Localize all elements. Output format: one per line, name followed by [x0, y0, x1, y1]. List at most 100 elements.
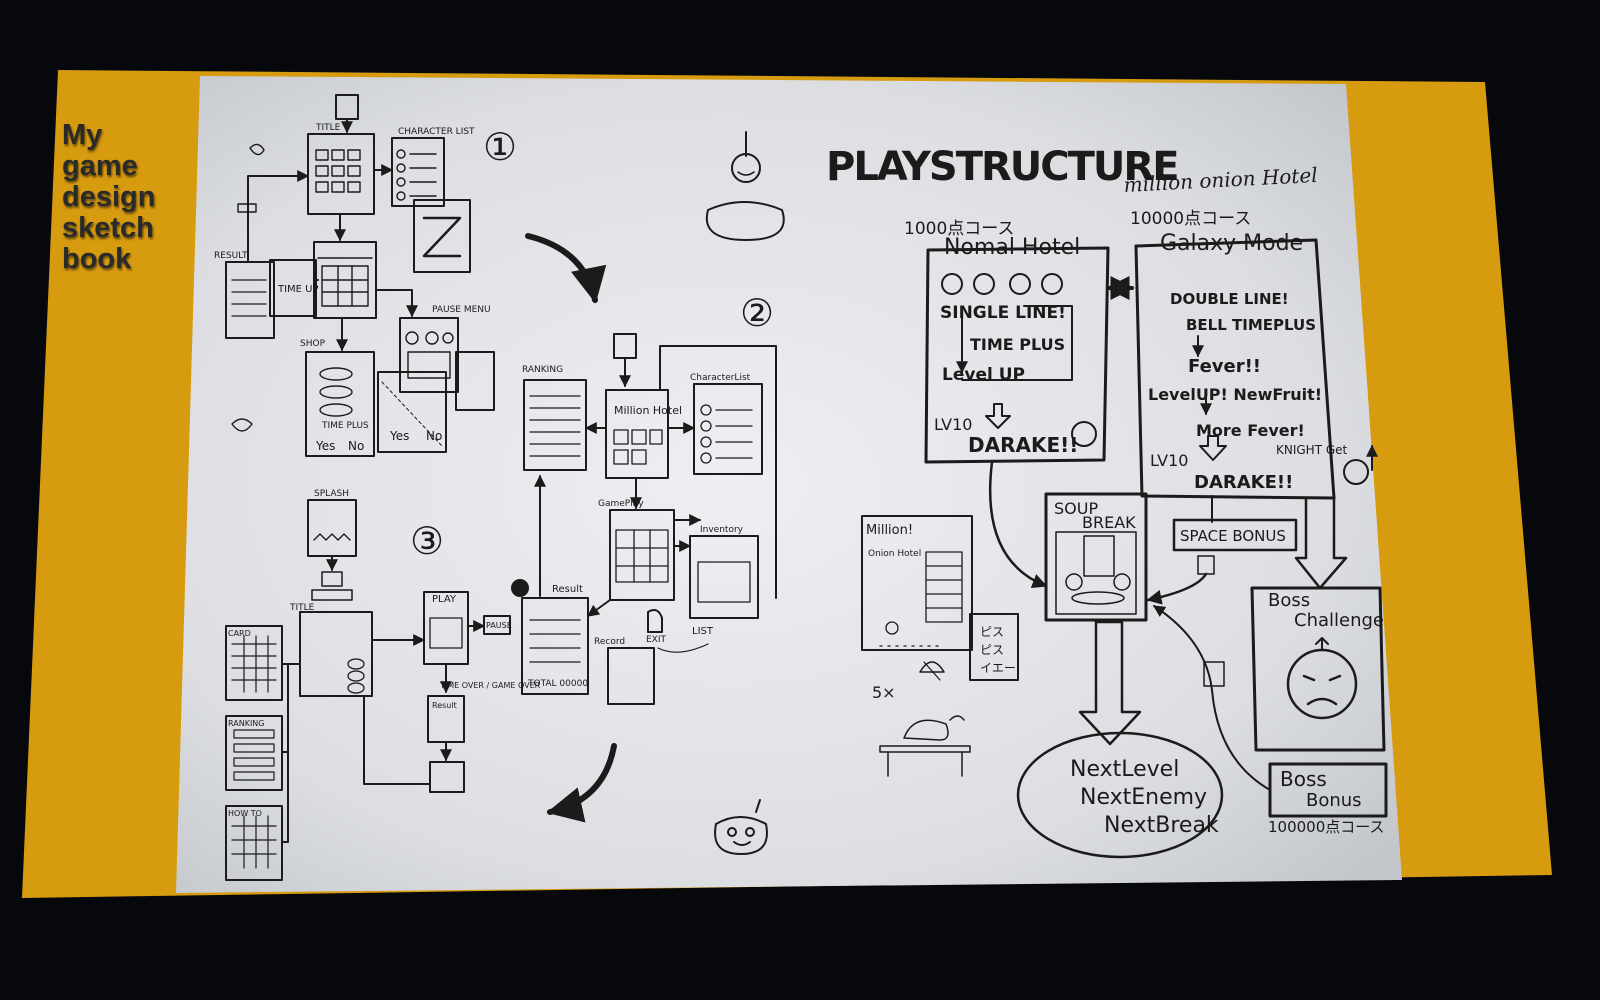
label-million-hotel: Million Hotel: [614, 404, 682, 417]
normal-course: 1000点コース: [904, 219, 1014, 239]
space-bonus-label: SPACE BONUS: [1180, 527, 1286, 545]
normal-line-2: TIME PLUS: [970, 335, 1065, 354]
s1-timeup-popup: [269, 259, 317, 317]
s1-result-screen: [225, 261, 275, 339]
flow-arrow-2-to-3: [546, 743, 617, 823]
normal-to-soup-arrow: [988, 460, 1048, 589]
label-play: PLAY: [432, 594, 457, 605]
galaxy-knight: KNIGHT Get: [1276, 443, 1348, 457]
label-title-3: TITLE: [289, 603, 315, 613]
label-ranking-3: RANKING: [228, 719, 264, 728]
s1-confirm-dialog: [455, 351, 495, 411]
boss-challenge-label-1: Boss: [1268, 590, 1310, 611]
galaxy-line-4: LevelUP! NewFruit!: [1148, 385, 1322, 404]
normal-line-1: SINGLE LINE!: [940, 303, 1066, 323]
label-inventory: Inventory: [700, 525, 744, 535]
boss-bonus-label-1: Boss: [1280, 767, 1327, 791]
label-gameplay: GamePlay: [598, 499, 644, 509]
caption-line-2: game: [62, 150, 138, 182]
label-pause: PAUSE: [486, 621, 512, 630]
label-no: No: [348, 439, 364, 453]
galaxy-title: Galaxy Mode: [1160, 231, 1303, 256]
label-result: RESULT: [214, 251, 248, 261]
soup-to-next-arrow: [1078, 620, 1142, 746]
section-number-3: ③: [410, 519, 444, 563]
s1-shop-popup: [377, 371, 447, 453]
label-exit: EXIT: [646, 635, 667, 645]
section-3-flow: [225, 499, 511, 881]
s2-inventory-screen: [689, 535, 759, 619]
boss-bonus-label-2: Bonus: [1306, 790, 1362, 811]
label-game-over: TIME OVER / GAME OVER: [439, 681, 541, 690]
playstructure-diagram: [861, 238, 1388, 859]
label-title: TITLE: [315, 123, 341, 133]
boss-challenge-box: [1250, 586, 1386, 752]
galaxy-line-3: Fever!!: [1188, 356, 1261, 377]
slide-caption: My game design sketch book: [62, 120, 192, 275]
caption-line-4: sketch: [62, 212, 154, 244]
section-number-1: ①: [483, 125, 517, 169]
onion-pot-doodle-bottom: [714, 799, 768, 855]
caption-line-1: My: [62, 119, 103, 151]
s2-result-screen: [521, 597, 589, 695]
speech-bubble-sketch: [969, 613, 1019, 681]
soup-break-label-2: BREAK: [1082, 513, 1136, 532]
million-sketch-sub: Onion Hotel: [868, 549, 921, 559]
million-onion-sketch: [861, 515, 973, 651]
s1-shop-screen: [305, 351, 375, 457]
galaxy-line-2: BELL TIMEPLUS: [1186, 316, 1316, 334]
next-enemy-label: NextEnemy: [1080, 785, 1207, 810]
label-time-up: TIME UP: [277, 284, 319, 295]
space-bonus-box: [1172, 518, 1298, 552]
label-list: LIST: [692, 626, 714, 637]
s2-record-popup: [607, 647, 655, 705]
million-sketch-title: Million!: [866, 523, 913, 538]
million-sketch-note-2: ピス: [980, 643, 1004, 657]
normal-darake: DARAKE!!: [968, 433, 1078, 457]
galaxy-lv: LV10: [1150, 451, 1188, 470]
label-howto: HOW TO: [228, 809, 262, 818]
next-level-label: NextLevel: [1070, 757, 1179, 782]
table-sketch: [879, 715, 971, 777]
million-sketch-note-3: イエー: [980, 661, 1016, 675]
label-no-2: No: [426, 429, 442, 443]
label-ranking: RANKING: [522, 365, 563, 375]
next-level-bubble: [1016, 731, 1224, 859]
next-break-label: NextBreak: [1104, 813, 1219, 838]
boss-challenge-label-2: Challenge: [1294, 610, 1384, 631]
section-2-flow: [511, 333, 777, 705]
s1-detail-panel: [413, 199, 471, 273]
label-record: Record: [594, 637, 625, 647]
s3-title-screen: [299, 611, 373, 697]
galaxy-line-1: DOUBLE LINE!: [1170, 290, 1289, 308]
label-character-list-2: CharacterList: [690, 373, 751, 383]
million-sketch-note-1: ピス: [980, 625, 1004, 639]
label-yes-2: Yes: [389, 429, 409, 443]
normal-line-3: Level UP: [942, 365, 1025, 385]
label-character-list: CHARACTER LIST: [398, 127, 475, 137]
s3-pause-box: [483, 615, 511, 635]
soup-break-label-1: SOUP: [1054, 499, 1098, 518]
normal-lv: LV10: [934, 415, 972, 434]
label-pause-menu: PAUSE MENU: [432, 305, 491, 315]
galaxy-darake: DARAKE!!: [1194, 472, 1293, 493]
caption-line-3: design: [62, 181, 156, 213]
s1-pause-menu: [399, 317, 459, 393]
onion-pot-doodle-top: [705, 131, 785, 241]
flow-arrow-1-to-2: [525, 233, 607, 304]
label-yes: Yes: [315, 439, 335, 453]
label-card: CARD: [228, 629, 251, 638]
playstructure-heading: PLAYSTRUCTURE: [826, 144, 1178, 190]
section-1-flow: [225, 94, 495, 457]
label-result-3: Result: [432, 701, 457, 710]
label-splash: SPLASH: [314, 489, 349, 499]
s3-ranking-popup: [429, 761, 465, 793]
normal-hotel-title: Nomal Hotel: [944, 235, 1080, 260]
galaxy-line-5: More Fever!: [1196, 421, 1305, 440]
label-time-plus: TIME PLUS: [321, 421, 369, 431]
boss-course-label: 100000点コース: [1268, 818, 1385, 836]
caption-line-5: book: [62, 243, 132, 275]
normal-hotel-box: [924, 246, 1110, 464]
